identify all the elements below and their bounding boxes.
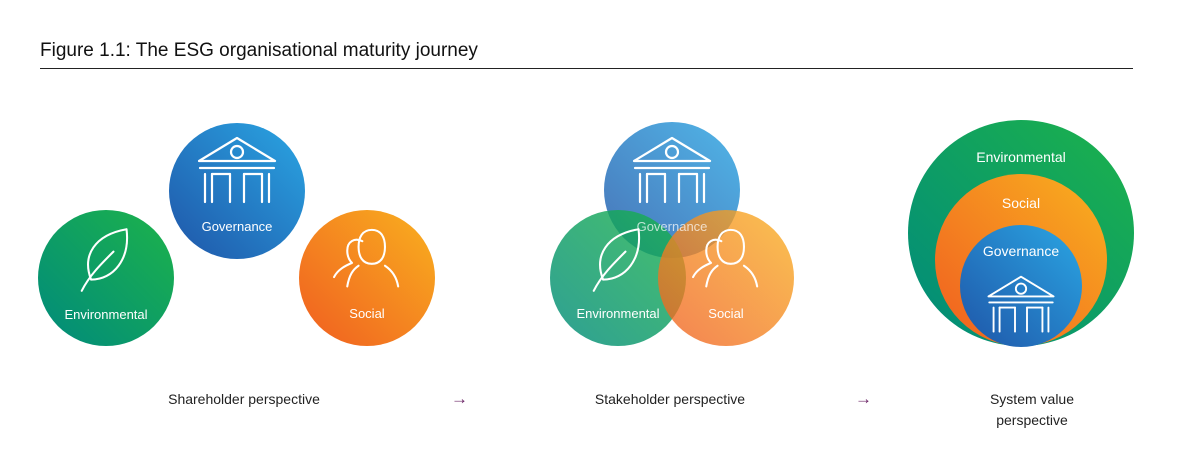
circle-environmental [550, 210, 686, 346]
circle-governance: Governance [169, 123, 305, 259]
social-label: Social [1002, 195, 1040, 211]
social-label: Social [708, 306, 744, 321]
circle-social: Social [299, 210, 435, 346]
environmental-label: Environmental [576, 306, 659, 321]
circle-governance: Governance [960, 225, 1082, 347]
arrow-right-icon: → [451, 389, 468, 408]
arrow-right-icon: → [855, 389, 872, 408]
stage-stakeholder: Governance Environmental Social [550, 122, 794, 346]
governance-label: Governance [202, 219, 273, 234]
environmental-label: Environmental [976, 149, 1066, 165]
governance-label: Governance [637, 219, 708, 234]
caption-stakeholder: Stakeholder perspective [594, 391, 746, 407]
caption-system-value: System value perspective [989, 391, 1075, 428]
governance-label: Governance [983, 243, 1059, 259]
stage-system-value: Environmental Social Governance [908, 120, 1134, 347]
caption-shareholder: Shareholder perspective [168, 391, 320, 407]
circle-social [658, 210, 794, 346]
social-label: Social [349, 306, 385, 321]
title-divider [40, 68, 1133, 69]
environmental-label: Environmental [64, 307, 147, 322]
figure-title: Figure 1.1: The ESG organisational matur… [40, 40, 478, 61]
circle-environmental: Environmental [38, 210, 174, 346]
stage-shareholder: Governance Environmental Social [38, 123, 435, 346]
